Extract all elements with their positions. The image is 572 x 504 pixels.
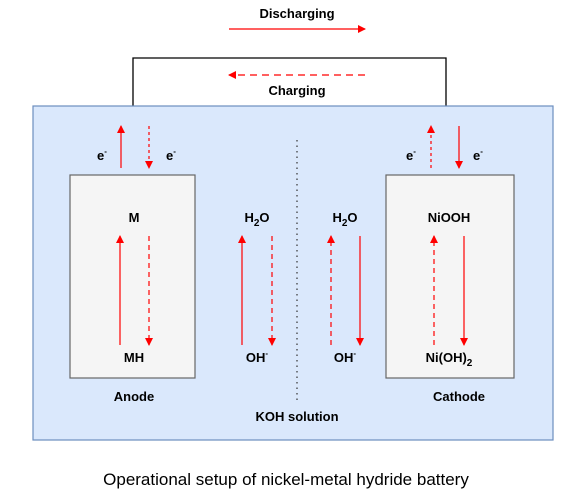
anode-electrode (69, 174, 196, 379)
anode-bottom-species: MH (124, 350, 144, 365)
charging-label: Charging (268, 83, 325, 98)
cathode-electrode (385, 174, 515, 379)
koh-solution-label: KOH solution (255, 409, 338, 424)
cathode-electron-label-left: e- (406, 147, 416, 163)
anode-top-species: M (129, 210, 140, 225)
cathode-label: Cathode (433, 389, 485, 404)
anode-electron-label-right: e- (166, 147, 176, 163)
right-hydroxide-label: OH- (334, 349, 357, 365)
cathode-top-species: NiOOH (428, 210, 471, 225)
anode-electron-label-left: e- (97, 147, 107, 163)
left-water-label: H2O (244, 210, 269, 229)
cathode-bottom-species: Ni(OH)2 (426, 350, 473, 369)
anode-label: Anode (114, 389, 154, 404)
diagram-caption: Operational setup of nickel-metal hydrid… (103, 470, 469, 489)
right-water-label: H2O (332, 210, 357, 229)
cathode-electron-label-right: e- (473, 147, 483, 163)
left-hydroxide-label: OH- (246, 349, 269, 365)
discharging-label: Discharging (259, 6, 334, 21)
